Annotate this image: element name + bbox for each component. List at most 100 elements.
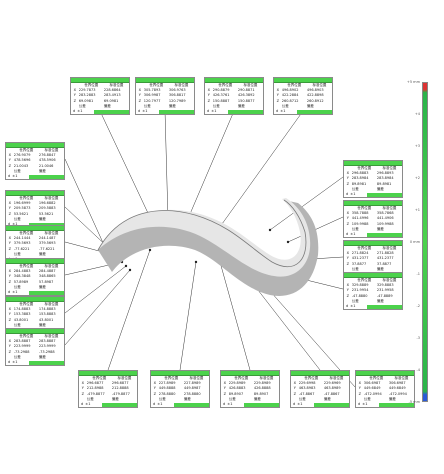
axis-label: X — [73, 88, 77, 93]
axis-label: X — [81, 381, 85, 386]
measured-value: 463.8983 — [298, 386, 316, 391]
measured-value: 449.8888 — [158, 386, 176, 391]
tolerance-label: 公差 — [78, 103, 86, 108]
measured-value: 276.9079 — [13, 153, 31, 158]
measured-value: 329.8889 — [351, 283, 369, 288]
measured-value: 196.6999 — [13, 201, 31, 206]
nominal-value: 431.2377 — [376, 256, 394, 261]
header-nominal: 标准位置 — [189, 376, 204, 380]
deviation-label: 偏差 — [168, 103, 176, 108]
nominal-value: 306.6987 — [388, 381, 406, 386]
nominal-value: 296.6877 — [111, 381, 129, 386]
leader-line-p1 — [99, 110, 156, 229]
deviation-status-bar — [379, 402, 414, 407]
nominal-value: 209.5883 — [38, 206, 56, 211]
nominal-value: -472.0994 — [388, 391, 407, 396]
panel-footer: d±1 — [221, 402, 279, 407]
measured-value: 441.4996 — [351, 216, 369, 221]
nominal-value: 422.8898 — [306, 93, 324, 98]
scale-tick-label: +1 — [414, 208, 420, 212]
axis-label: Z — [346, 181, 350, 186]
panel-column-headers: 世界位置标准位置 — [6, 196, 64, 201]
axis-label: Z — [138, 98, 142, 103]
tolerance-label: 公差 — [13, 216, 21, 221]
measure-point-p15[interactable] — [148, 248, 152, 252]
panel-footer: d±1 — [151, 402, 209, 407]
axis-label: Y — [346, 256, 349, 261]
scale-tick-label: -2 — [416, 304, 421, 308]
tolerance-row: 公差偏差 — [136, 104, 194, 109]
measure-point-p10[interactable] — [128, 268, 132, 272]
measure-point-p9[interactable] — [124, 264, 128, 268]
footer-tolerance-value: ±1 — [12, 359, 18, 364]
measured-value: 348.3848 — [13, 274, 31, 279]
tolerance-label: 公差 — [13, 168, 21, 173]
axis-label: Y — [346, 176, 349, 181]
tolerance-row: 公差偏差 — [151, 397, 209, 402]
panel-footer: d±1 — [6, 290, 64, 295]
axis-label: X — [346, 171, 350, 176]
axis-label: Z — [346, 293, 350, 298]
panel-footer: d±1 — [79, 402, 137, 407]
nominal-value: 276.8847 — [38, 153, 56, 158]
axis-label: Y — [207, 93, 210, 98]
measured-value: 244.1444 — [13, 236, 31, 241]
axis-label: Z — [8, 246, 12, 251]
coord-row-z: Z-47.8880-47.8889 — [344, 294, 402, 299]
measured-value: -472.0994 — [363, 391, 382, 396]
measure-point-p16[interactable] — [194, 260, 198, 264]
panel-header-bar — [6, 191, 64, 196]
coord-row-z: Z-73.2988-73.2988 — [6, 350, 64, 355]
deviation-label: 偏差 — [38, 251, 46, 256]
panel-footer: d±1 — [344, 192, 402, 197]
leader-line-p17 — [219, 261, 251, 371]
measure-point-p11[interactable] — [268, 228, 272, 232]
axis-label: Z — [8, 279, 12, 284]
deviation-label: 偏差 — [237, 103, 245, 108]
deviation-status-bar — [29, 222, 64, 227]
measured-value: 449.6849 — [363, 386, 381, 391]
tolerance-row: 公差偏差 — [274, 104, 332, 109]
measured-value: 358.7888 — [351, 211, 369, 216]
measure-point-p12[interactable] — [286, 240, 290, 244]
footer-prefix: d — [276, 108, 279, 113]
nominal-value: 278.8880 — [183, 391, 201, 396]
measured-value: 283.2883 — [78, 93, 96, 98]
header-nominal: 标准位置 — [44, 264, 59, 268]
panel-footer: d±1 — [136, 109, 194, 114]
panel-column-headers: 世界位置标准位置 — [6, 231, 64, 236]
panel-column-headers: 世界位置标准位置 — [274, 83, 332, 88]
panel-column-headers: 世界位置标准位置 — [344, 166, 402, 171]
